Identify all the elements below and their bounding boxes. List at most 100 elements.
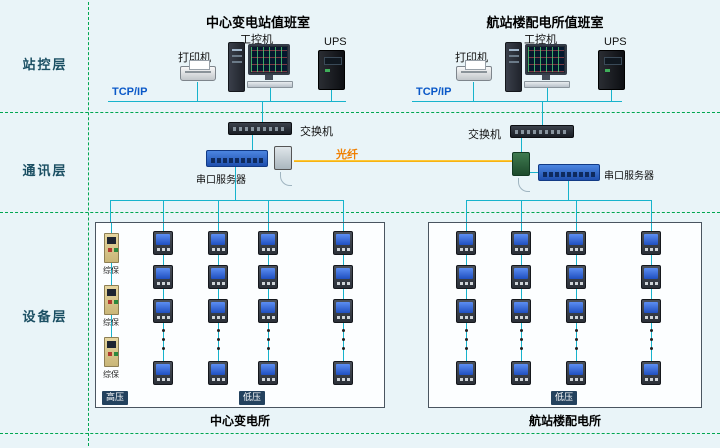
ellipsis-dot	[650, 329, 653, 332]
meter-screen	[459, 364, 473, 375]
meter-device	[641, 361, 661, 385]
ellipsis-dot	[267, 329, 270, 332]
left-fiber-converter-icon	[274, 146, 292, 170]
left-equipment-panel: 综保 综保 综保 高压 低压	[95, 222, 385, 408]
meter-device	[511, 265, 531, 289]
meter-screen	[644, 268, 658, 279]
right-tcpip-label: TCP/IP	[416, 86, 452, 98]
meter-screen	[211, 302, 225, 313]
right-ipc-label: 工控机	[524, 34, 557, 46]
connector-line	[343, 200, 344, 223]
bus-line	[343, 223, 344, 373]
ellipsis-dot	[267, 347, 270, 350]
meter-device	[208, 299, 228, 323]
meter-device	[153, 265, 173, 289]
connector-line	[521, 138, 522, 152]
meter-screen	[156, 364, 170, 375]
meter-screen	[211, 364, 225, 375]
ellipsis-dot	[342, 347, 345, 350]
connector-line	[331, 90, 332, 101]
meter-screen	[644, 364, 658, 375]
right-monitor-icon	[525, 44, 567, 75]
left-room-title: 中心变电站值班室	[205, 15, 310, 30]
meter-device	[641, 299, 661, 323]
meter-device	[208, 231, 228, 255]
bus-line	[218, 223, 219, 373]
ellipsis-dot	[342, 338, 345, 341]
meter-screen	[336, 364, 350, 375]
meter-device	[641, 265, 661, 289]
meter-device	[153, 231, 173, 255]
ellipsis-dot	[162, 329, 165, 332]
bus-line	[268, 223, 269, 373]
layer-separator-vertical	[88, 2, 89, 446]
connector-line	[547, 88, 548, 101]
lv-badge: 低压	[551, 391, 578, 405]
meter-device	[333, 231, 353, 255]
protection-relay-device	[104, 233, 119, 263]
left-converter-cable	[280, 172, 292, 186]
ellipsis-dot	[465, 347, 468, 350]
meter-screen	[211, 268, 225, 279]
left-tcpip-label: TCP/IP	[112, 86, 148, 98]
left-switch-label: 交换机	[300, 126, 333, 138]
meter-screen	[514, 302, 528, 313]
meter-screen	[569, 268, 583, 279]
connector-line	[466, 200, 651, 201]
bus-line	[163, 223, 164, 373]
meter-screen	[261, 302, 275, 313]
meter-screen	[261, 234, 275, 245]
right-ups-icon	[598, 50, 625, 90]
meter-screen	[569, 302, 583, 313]
meter-screen	[569, 364, 583, 375]
meter-screen	[514, 234, 528, 245]
left-monitor-screen	[251, 47, 287, 72]
layer-separator-bottom	[0, 433, 720, 434]
meter-screen	[459, 302, 473, 313]
left-serial-label: 串口服务器	[196, 175, 246, 186]
ellipsis-dot	[465, 329, 468, 332]
bus-line	[466, 223, 467, 373]
meter-screen	[156, 302, 170, 313]
ellipsis-dot	[520, 347, 523, 350]
meter-device	[566, 265, 586, 289]
connector-line	[252, 135, 253, 150]
meter-device	[511, 299, 531, 323]
connector-line	[412, 101, 622, 102]
ellipsis-dot	[342, 329, 345, 332]
left-ups-label: UPS	[324, 36, 347, 48]
relay-label: 综保	[103, 370, 119, 379]
right-monitor-stand	[542, 75, 550, 80]
left-monitor-icon	[248, 44, 290, 75]
connector-line	[262, 101, 263, 122]
connector-line	[651, 200, 652, 223]
left-printer-icon	[180, 60, 216, 81]
meter-device	[333, 299, 353, 323]
meter-device	[456, 231, 476, 255]
ellipsis-dot	[520, 338, 523, 341]
meter-screen	[261, 364, 275, 375]
right-ups-label: UPS	[604, 36, 627, 48]
connector-line	[576, 200, 577, 223]
left-computer-tower-icon	[228, 42, 245, 92]
relay-label: 综保	[103, 318, 119, 327]
ellipsis-dot	[465, 338, 468, 341]
layer-label-device: 设备层	[22, 309, 68, 324]
meter-screen	[569, 234, 583, 245]
layer-separator-station-comm	[0, 112, 720, 113]
left-ups-icon	[318, 50, 345, 90]
right-room-title: 航站楼配电所值班室	[486, 15, 604, 30]
meter-screen	[514, 268, 528, 279]
right-panel-name: 航站楼配电所	[528, 414, 601, 428]
ellipsis-dot	[217, 329, 220, 332]
meter-screen	[644, 302, 658, 313]
meter-device	[208, 361, 228, 385]
meter-screen	[156, 234, 170, 245]
connector-line	[473, 82, 474, 101]
meter-device	[566, 231, 586, 255]
ellipsis-dot	[520, 329, 523, 332]
meter-screen	[211, 234, 225, 245]
meter-device	[511, 231, 531, 255]
connector-line	[542, 101, 543, 125]
left-panel-name: 中心变电所	[209, 414, 270, 428]
